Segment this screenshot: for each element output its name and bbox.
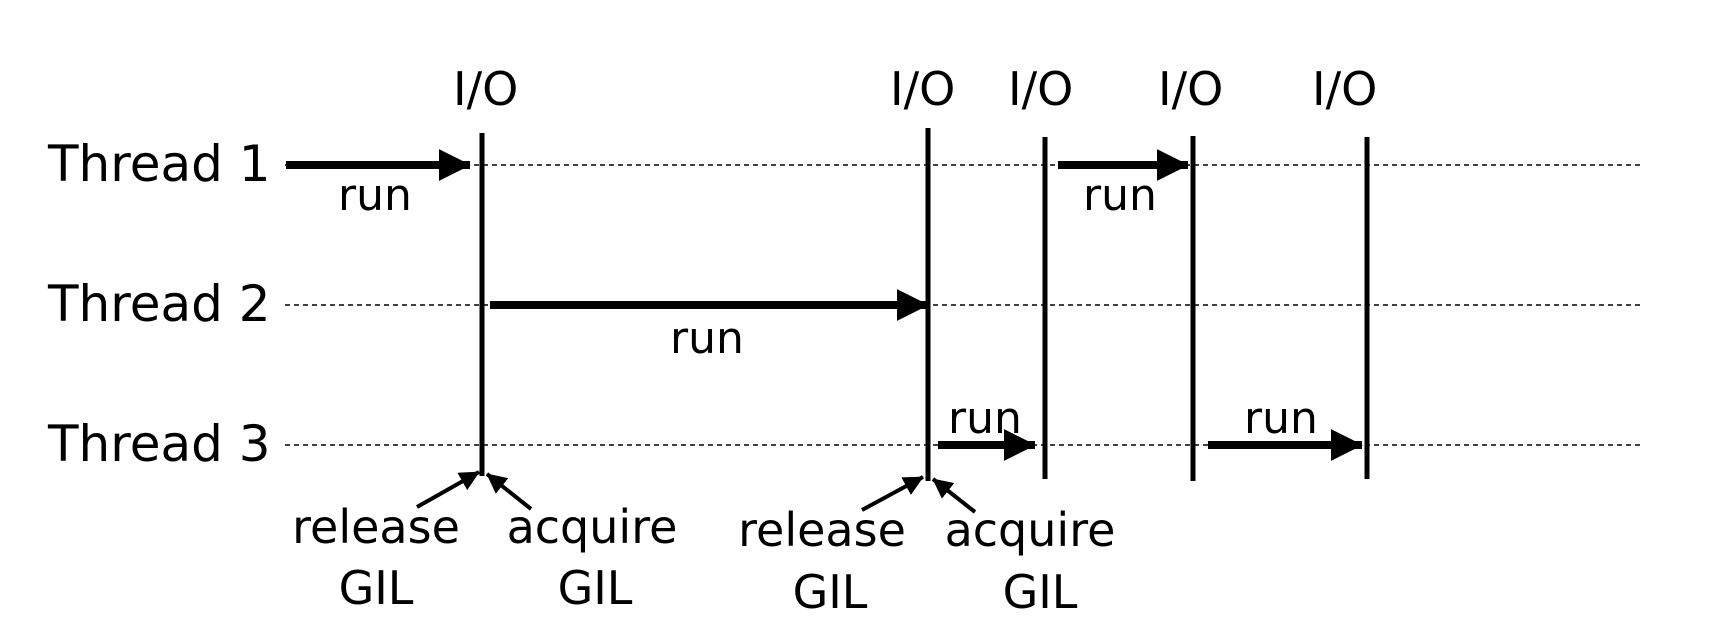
- gil-event-2-line-1: acquire: [507, 500, 678, 554]
- gil-event-2-line-2: GIL: [558, 561, 633, 615]
- run-label-thread-2: run: [670, 313, 744, 364]
- release-gil-arrow-2: [861, 475, 924, 512]
- io-label-3: I/O: [1008, 62, 1073, 116]
- thread-3-label: Thread 3: [47, 415, 271, 473]
- acquire-gil-arrow-1: [485, 472, 533, 511]
- acquire-gil-arrow-2: [931, 477, 977, 514]
- io-label-2: I/O: [890, 62, 955, 116]
- gil-event-3-line-2: GIL: [793, 565, 868, 619]
- io-label-4: I/O: [1158, 62, 1223, 116]
- gil-event-4-line-1: acquire: [945, 503, 1116, 557]
- io-label-5: I/O: [1312, 62, 1377, 116]
- gil-event-4-line-2: GIL: [1003, 565, 1078, 619]
- io-label-1: I/O: [453, 62, 518, 116]
- run-label-thread-3-b: run: [1244, 393, 1318, 444]
- gil-event-1-line-2: GIL: [339, 561, 414, 615]
- thread-1-label: Thread 1: [47, 135, 271, 193]
- gil-event-3-line-1: release: [738, 503, 906, 557]
- gil-event-1-line-1: release: [292, 500, 460, 554]
- run-label-thread-3-a: run: [948, 393, 1022, 444]
- run-label-thread-1-a: run: [338, 170, 412, 221]
- run-label-thread-1-b: run: [1083, 170, 1157, 221]
- release-gil-arrow-1: [416, 470, 480, 509]
- thread-2-label: Thread 2: [47, 275, 271, 333]
